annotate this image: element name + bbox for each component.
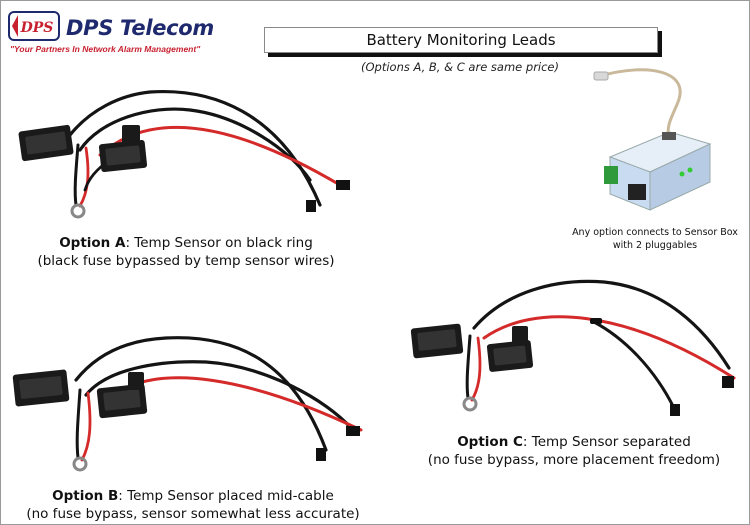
company-logo: DPS DPS Telecom "Your Partners In Networ… xyxy=(8,10,238,58)
brand-name: DPS Telecom xyxy=(66,16,215,40)
page-subtitle: (Options A, B, & C are same price) xyxy=(361,60,559,74)
dps-badge-icon: DPS xyxy=(8,11,60,41)
option-c-detail: (no fuse bypass, more placement freedom) xyxy=(427,452,721,468)
option-a-caption: Option A: Temp Sensor on black ring (bla… xyxy=(6,234,366,270)
option-a-detail: (black fuse bypassed by temp sensor wire… xyxy=(37,253,335,269)
option-c-harness-image xyxy=(410,279,736,416)
option-a-label: Option A xyxy=(59,235,126,251)
option-b-caption: Option B: Temp Sensor placed mid-cable (… xyxy=(0,487,386,523)
sensor-box-note-line2: with 2 pluggables xyxy=(612,240,698,251)
option-c-label: Option C xyxy=(457,434,523,450)
option-a-harness-image xyxy=(18,89,350,219)
option-b-description: : Temp Sensor placed mid-cable xyxy=(118,488,334,504)
brand-tagline: "Your Partners In Network Alarm Manageme… xyxy=(10,44,201,54)
page-title: Battery Monitoring Leads xyxy=(264,27,658,53)
option-b-harness-image xyxy=(12,336,363,472)
sensor-box-note-line1: Any option connects to Sensor Box xyxy=(572,227,738,238)
option-a-description: : Temp Sensor on black ring xyxy=(125,235,313,251)
option-c-caption: Option C: Temp Sensor separated (no fuse… xyxy=(398,433,750,469)
option-b-detail: (no fuse bypass, sensor somewhat less ac… xyxy=(26,506,360,522)
option-b-label: Option B xyxy=(52,488,119,504)
svg-text:DPS: DPS xyxy=(20,20,54,36)
sensor-box-image xyxy=(593,68,712,211)
option-c-description: : Temp Sensor separated xyxy=(522,434,691,450)
sensor-box-note: Any option connects to Sensor Box with 2… xyxy=(560,226,750,252)
